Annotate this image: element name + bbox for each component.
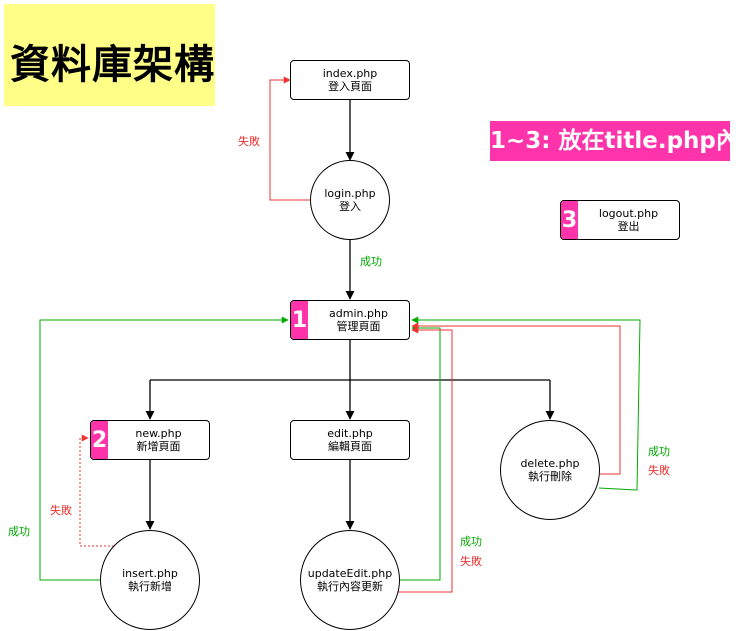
node-new-desc: 新增頁面 [136,440,181,453]
node-updateedit-desc: 執行內容更新 [317,580,383,593]
node-delete-desc: 執行刪除 [528,470,572,483]
node-logout-file: logout.php [598,207,659,220]
label-delete-success: 成功 [648,445,670,458]
node-login: login.php 登入 [310,160,390,240]
node-edit: edit.php 編輯頁面 [290,420,410,460]
edge-login-fail [269,76,310,201]
node-admin: 1 admin.php 管理頁面 [290,300,410,340]
node-new: 2 new.php 新增頁面 [90,420,210,460]
badge-1: 1 [291,301,308,339]
label-update-success: 成功 [460,535,482,548]
badge-2: 2 [91,421,108,459]
node-login-desc: 登入 [339,200,361,213]
edge-delete-success [411,316,641,491]
label-update-fail: 失敗 [460,555,482,568]
badge-3: 3 [561,201,578,239]
node-updateedit: updateEdit.php 執行內容更新 [300,530,400,630]
node-index-desc: 登入頁面 [328,80,372,93]
node-logout: 3 logout.php 登出 [560,200,680,240]
label-delete-fail: 失敗 [648,464,670,477]
edge-update-success [390,324,441,581]
node-delete: delete.php 執行刪除 [500,420,600,520]
edge-insert-fail [79,434,118,547]
label-login-success: 成功 [360,255,382,268]
label-insert-fail: 失敗 [50,504,72,517]
node-new-file: new.php [135,427,182,440]
note-banner: 1~3: 放在title.php內 [490,121,739,161]
node-login-file: login.php [324,187,376,200]
node-admin-desc: 管理頁面 [336,320,381,333]
node-delete-file: delete.php [520,457,580,470]
label-insert-success: 成功 [8,525,30,538]
diagram-title: 資料庫架構 [10,42,215,88]
label-login-fail: 失敗 [238,135,260,148]
node-index: index.php 登入頁面 [290,60,410,100]
node-logout-desc: 登出 [617,220,640,233]
edge-update-fail [386,326,453,593]
title-box: 資料庫架構 [4,4,215,106]
edge-delete-fail [411,322,621,475]
node-admin-file: admin.php [329,307,388,320]
edge-insert-success [39,316,289,581]
node-insert: insert.php 執行新增 [100,530,200,630]
node-insert-file: insert.php [122,567,178,580]
node-insert-desc: 執行新增 [128,580,172,593]
node-index-file: index.php [322,67,378,80]
node-edit-file: edit.php [327,427,373,440]
node-edit-desc: 編輯頁面 [328,440,372,453]
node-updateedit-file: updateEdit.php [307,567,393,580]
